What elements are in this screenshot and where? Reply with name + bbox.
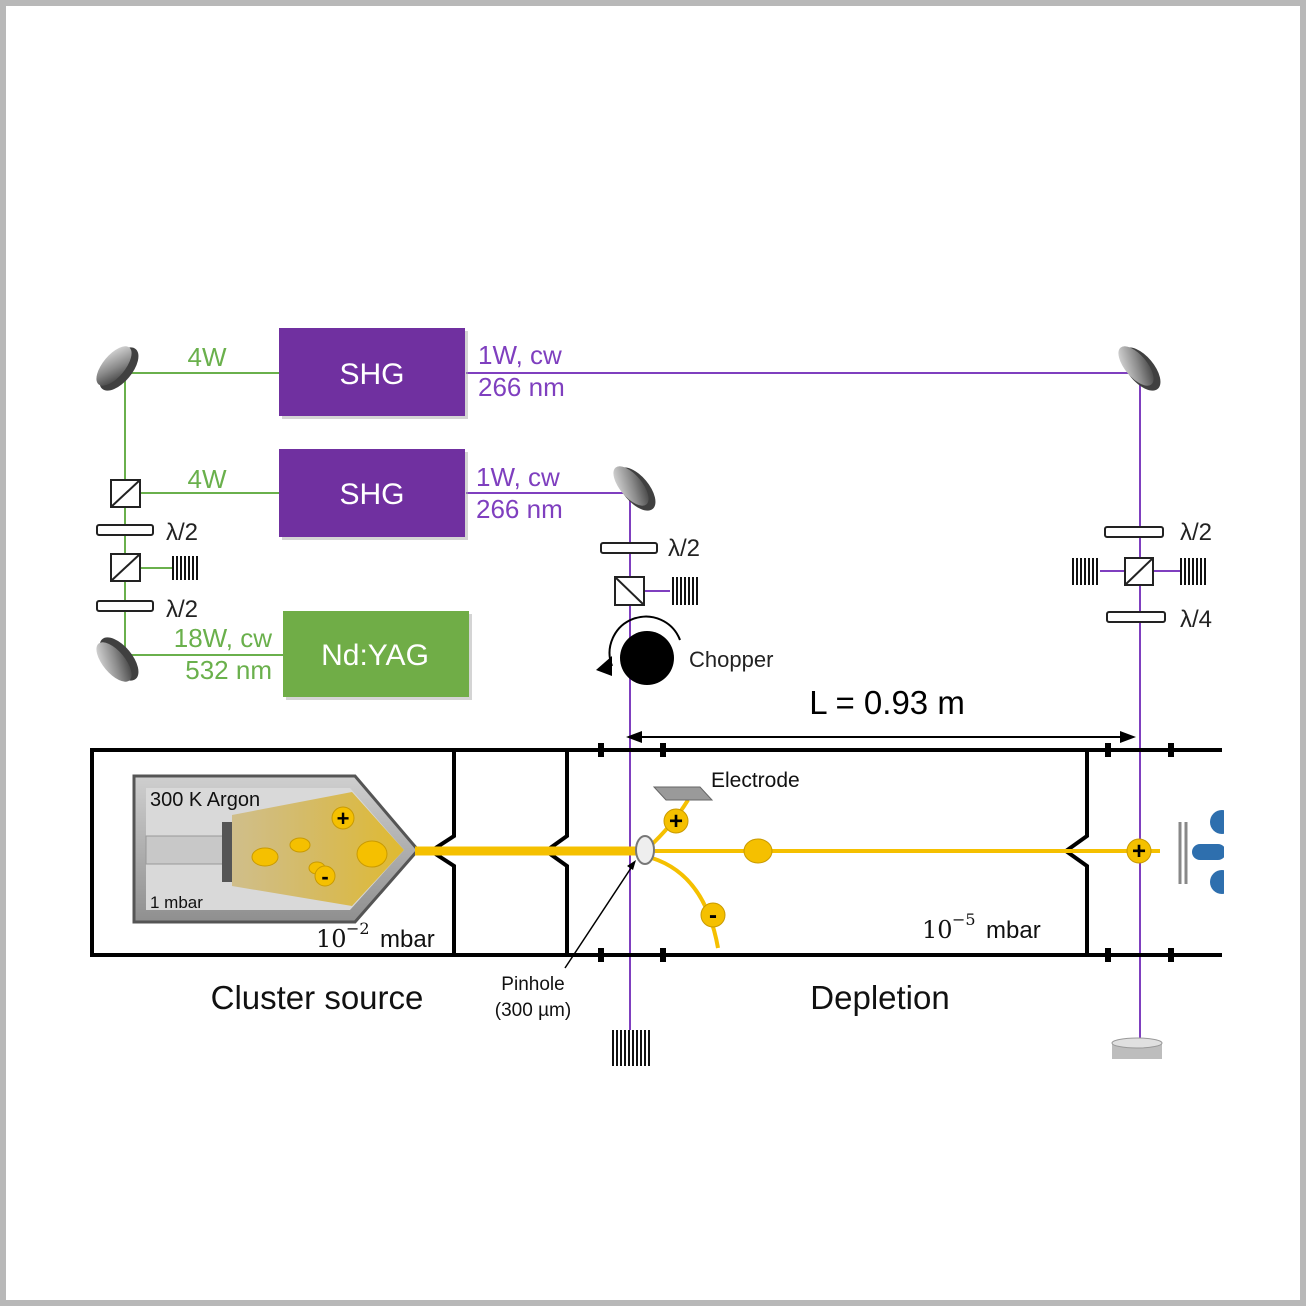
ion-sign: + xyxy=(337,806,350,831)
right-qwp-label: λ/4 xyxy=(1180,606,1212,633)
source-region-pressure: 10 −2 mbar xyxy=(316,919,435,953)
left-hwp-upper-label: λ/2 xyxy=(166,519,198,546)
right-beam-splitter xyxy=(1124,557,1154,586)
chopper-label: Chopper xyxy=(689,647,773,672)
left-half-wave-plate-upper xyxy=(96,524,154,536)
electrode xyxy=(652,786,714,801)
ion-positive-deflected: + xyxy=(663,808,689,835)
cluster-plume xyxy=(232,792,404,906)
ion-positive-detected: + xyxy=(1126,838,1152,865)
cluster-particle xyxy=(251,847,279,867)
source-gas-label: 300 K Argon xyxy=(150,789,260,811)
left-beam-dump xyxy=(172,556,200,580)
mirror-top-right xyxy=(1118,346,1161,391)
ion-sign: - xyxy=(709,902,717,929)
left-beam-splitter-upper xyxy=(110,479,141,508)
right-beam-dump-right xyxy=(1178,558,1206,585)
right-beam-dump-left xyxy=(1071,558,1099,585)
green-beam-paths xyxy=(124,372,284,656)
ndyag-output-wavelength: 532 nm xyxy=(185,655,272,685)
mirror-bottom-left xyxy=(96,637,139,682)
bottom-mirror xyxy=(1111,1037,1163,1059)
section-cluster-source: Cluster source xyxy=(211,979,424,1016)
source-clusters xyxy=(251,837,388,875)
mid-hwp-label: λ/2 xyxy=(668,535,700,562)
ndyag-box: Nd:YAG xyxy=(283,611,472,700)
depletion-pressure: 10 −5 mbar xyxy=(922,910,1041,944)
shg-bottom-output-power: 1W, cw xyxy=(476,462,560,492)
shg-bottom-box: SHG xyxy=(279,449,468,540)
pressure-exponent: −2 xyxy=(346,919,370,938)
mirror-middle xyxy=(613,466,656,511)
pinhole-size-label: (300 µm) xyxy=(495,1000,571,1021)
ndyag-label: Nd:YAG xyxy=(321,639,429,672)
mid-beam-splitter xyxy=(614,576,645,606)
ion-detector xyxy=(1178,800,1254,900)
pressure-unit: mbar xyxy=(986,917,1041,944)
bottom-beam-dump xyxy=(610,1030,650,1066)
shg-bottom-output-wavelength: 266 nm xyxy=(476,494,563,524)
mid-beam-dump xyxy=(670,577,698,605)
cluster-particle xyxy=(289,837,311,853)
ion-positive-source: + xyxy=(331,806,355,831)
pinhole-label: Pinhole xyxy=(501,974,564,995)
chamber-flange-ticks xyxy=(598,743,1174,962)
left-half-wave-plate-lower xyxy=(96,600,154,612)
distance-arrow xyxy=(626,731,1136,743)
ion-negative-deflected: - xyxy=(700,902,726,929)
ion-sign: - xyxy=(321,864,328,889)
mid-half-wave-plate xyxy=(600,542,658,554)
shg-bottom-label: SHG xyxy=(339,478,404,511)
cluster-beam xyxy=(415,798,1160,949)
left-hwp-lower-label: λ/2 xyxy=(166,596,198,623)
shg-top-box: SHG xyxy=(279,328,468,419)
pressure-base: 10 xyxy=(316,925,347,953)
shg-top-output-wavelength: 266 nm xyxy=(478,372,565,402)
ndyag-output-power: 18W, cw xyxy=(174,623,272,653)
mirror-top-left xyxy=(96,346,139,391)
distance-label: L = 0.93 m xyxy=(809,684,965,721)
shg-top-input-power: 4W xyxy=(188,342,227,372)
ion-negative-source: - xyxy=(314,864,336,889)
left-beam-splitter-lower xyxy=(110,553,141,582)
pinhole xyxy=(564,835,655,969)
cluster-particle xyxy=(356,840,388,868)
right-quarter-wave-plate xyxy=(1106,611,1166,623)
section-depletion: Depletion xyxy=(810,979,949,1016)
pressure-unit: mbar xyxy=(380,926,435,953)
ion-sign: + xyxy=(1132,838,1146,865)
shg-top-output-power: 1W, cw xyxy=(478,340,562,370)
neutral-cluster xyxy=(743,838,773,864)
pressure-base: 10 xyxy=(922,916,953,944)
right-hwp-label: λ/2 xyxy=(1180,519,1212,546)
right-half-wave-plate xyxy=(1104,526,1164,538)
source-pressure-label: 1 mbar xyxy=(150,893,203,912)
shg-top-label: SHG xyxy=(339,358,404,391)
shg-bottom-input-power: 4W xyxy=(188,464,227,494)
chopper xyxy=(596,615,681,685)
pressure-exponent: −5 xyxy=(952,910,976,929)
electrode-label: Electrode xyxy=(711,769,800,792)
ion-sign: + xyxy=(669,808,683,835)
chopper-rotation-arrow xyxy=(608,615,681,667)
